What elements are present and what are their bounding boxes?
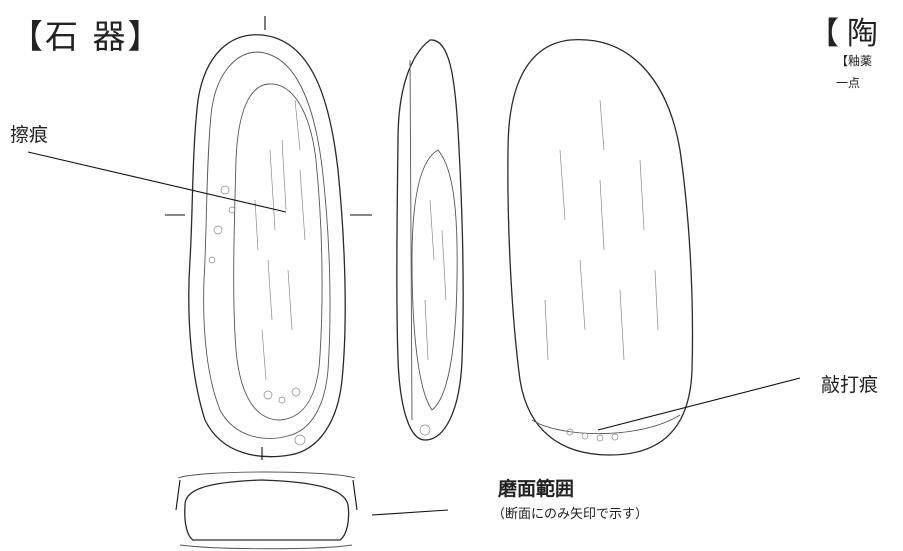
stone-tool-heading: 【石 器】	[10, 17, 163, 56]
polished-area-note: （断面にのみ矢印で示す）	[492, 507, 649, 522]
back-view	[507, 39, 694, 456]
pottery-note-glaze: 【釉薬	[836, 54, 873, 68]
cross-section	[175, 471, 358, 550]
polished-area-label: 磨面範囲	[498, 478, 575, 500]
front-view	[165, 16, 372, 460]
scratch-lines	[254, 99, 306, 381]
pecking-leader-line	[597, 377, 801, 431]
pecking-texture	[566, 428, 619, 442]
pottery-heading: 【陶 磁	[808, 16, 903, 52]
polish-leader-line	[371, 509, 449, 516]
side-view	[396, 39, 464, 441]
scratch-leader-line	[27, 151, 287, 213]
pecking-marks-label: 敲打痕	[821, 374, 879, 396]
pecked-texture	[208, 185, 306, 446]
pottery-note-point: 一点	[836, 76, 861, 90]
scratch-marks-label: 擦痕	[10, 124, 49, 146]
